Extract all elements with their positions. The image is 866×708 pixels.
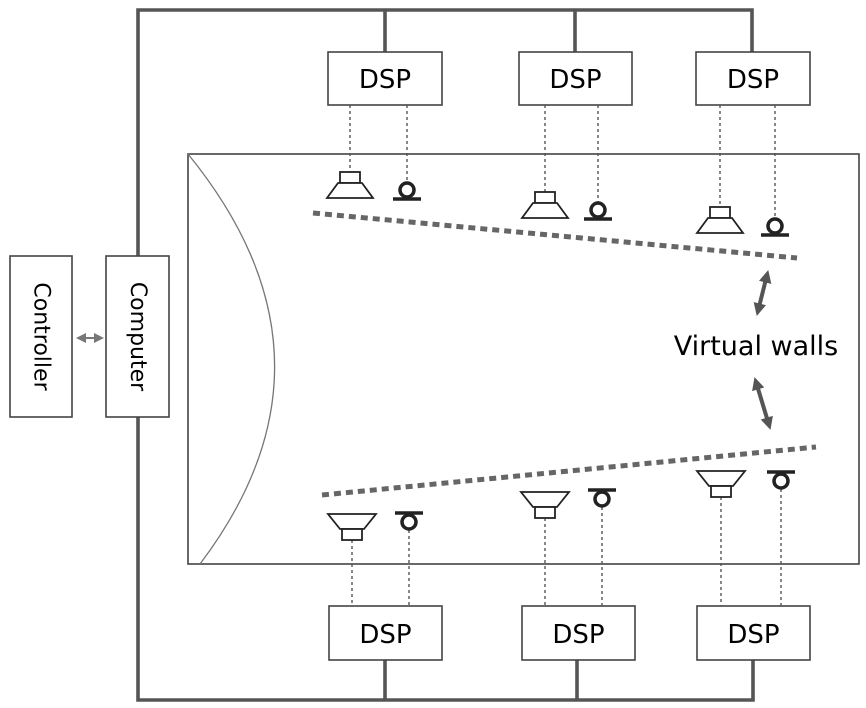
- virtual-walls-label: Virtual walls: [674, 331, 839, 362]
- speaker-icon: [695, 206, 745, 234]
- bottom-dsp-3-label: DSP: [727, 620, 779, 650]
- bottom-dsp-1: DSP: [328, 605, 443, 661]
- computer-label: Computer: [125, 282, 150, 392]
- speaker-icon: [326, 513, 378, 541]
- microphone-icon: [393, 181, 421, 201]
- bottom-dsp-2: DSP: [521, 605, 636, 661]
- speaker-icon: [695, 470, 747, 498]
- speaker-icon: [325, 171, 375, 199]
- top-bus-wire: [136, 8, 754, 257]
- top-dsp-1: DSP: [327, 51, 443, 106]
- speaker-icon: [519, 491, 571, 519]
- bottom-bus-wire: [136, 416, 755, 702]
- top-virtual-wall: [312, 210, 798, 261]
- controller-box: [9, 255, 73, 418]
- top-wall-double-arrow: [753, 270, 772, 316]
- bottom-dsp-2-label: DSP: [552, 620, 604, 650]
- top-dsp-3-label: DSP: [727, 65, 779, 95]
- microphone-icon: [584, 201, 612, 221]
- top-dsp-2: DSP: [518, 51, 633, 106]
- top-dsp-1-label: DSP: [359, 65, 411, 95]
- computer-box: [105, 255, 170, 418]
- curved-screen: [187, 153, 276, 565]
- top-dsp-3: DSP: [695, 51, 811, 106]
- bottom-dsp-1-label: DSP: [359, 620, 411, 650]
- bottom-wall-double-arrow: [752, 377, 773, 430]
- bottom-virtual-wall: [321, 444, 817, 498]
- microphone-icon: [761, 217, 789, 237]
- controller-label: Controller: [29, 282, 54, 391]
- microphone-icon: [588, 488, 616, 508]
- bottom-dsp-3: DSP: [696, 605, 811, 661]
- microphone-icon: [767, 470, 795, 490]
- microphone-icon: [395, 511, 423, 531]
- top-dsp-2-label: DSP: [549, 65, 601, 95]
- speaker-icon: [520, 191, 570, 219]
